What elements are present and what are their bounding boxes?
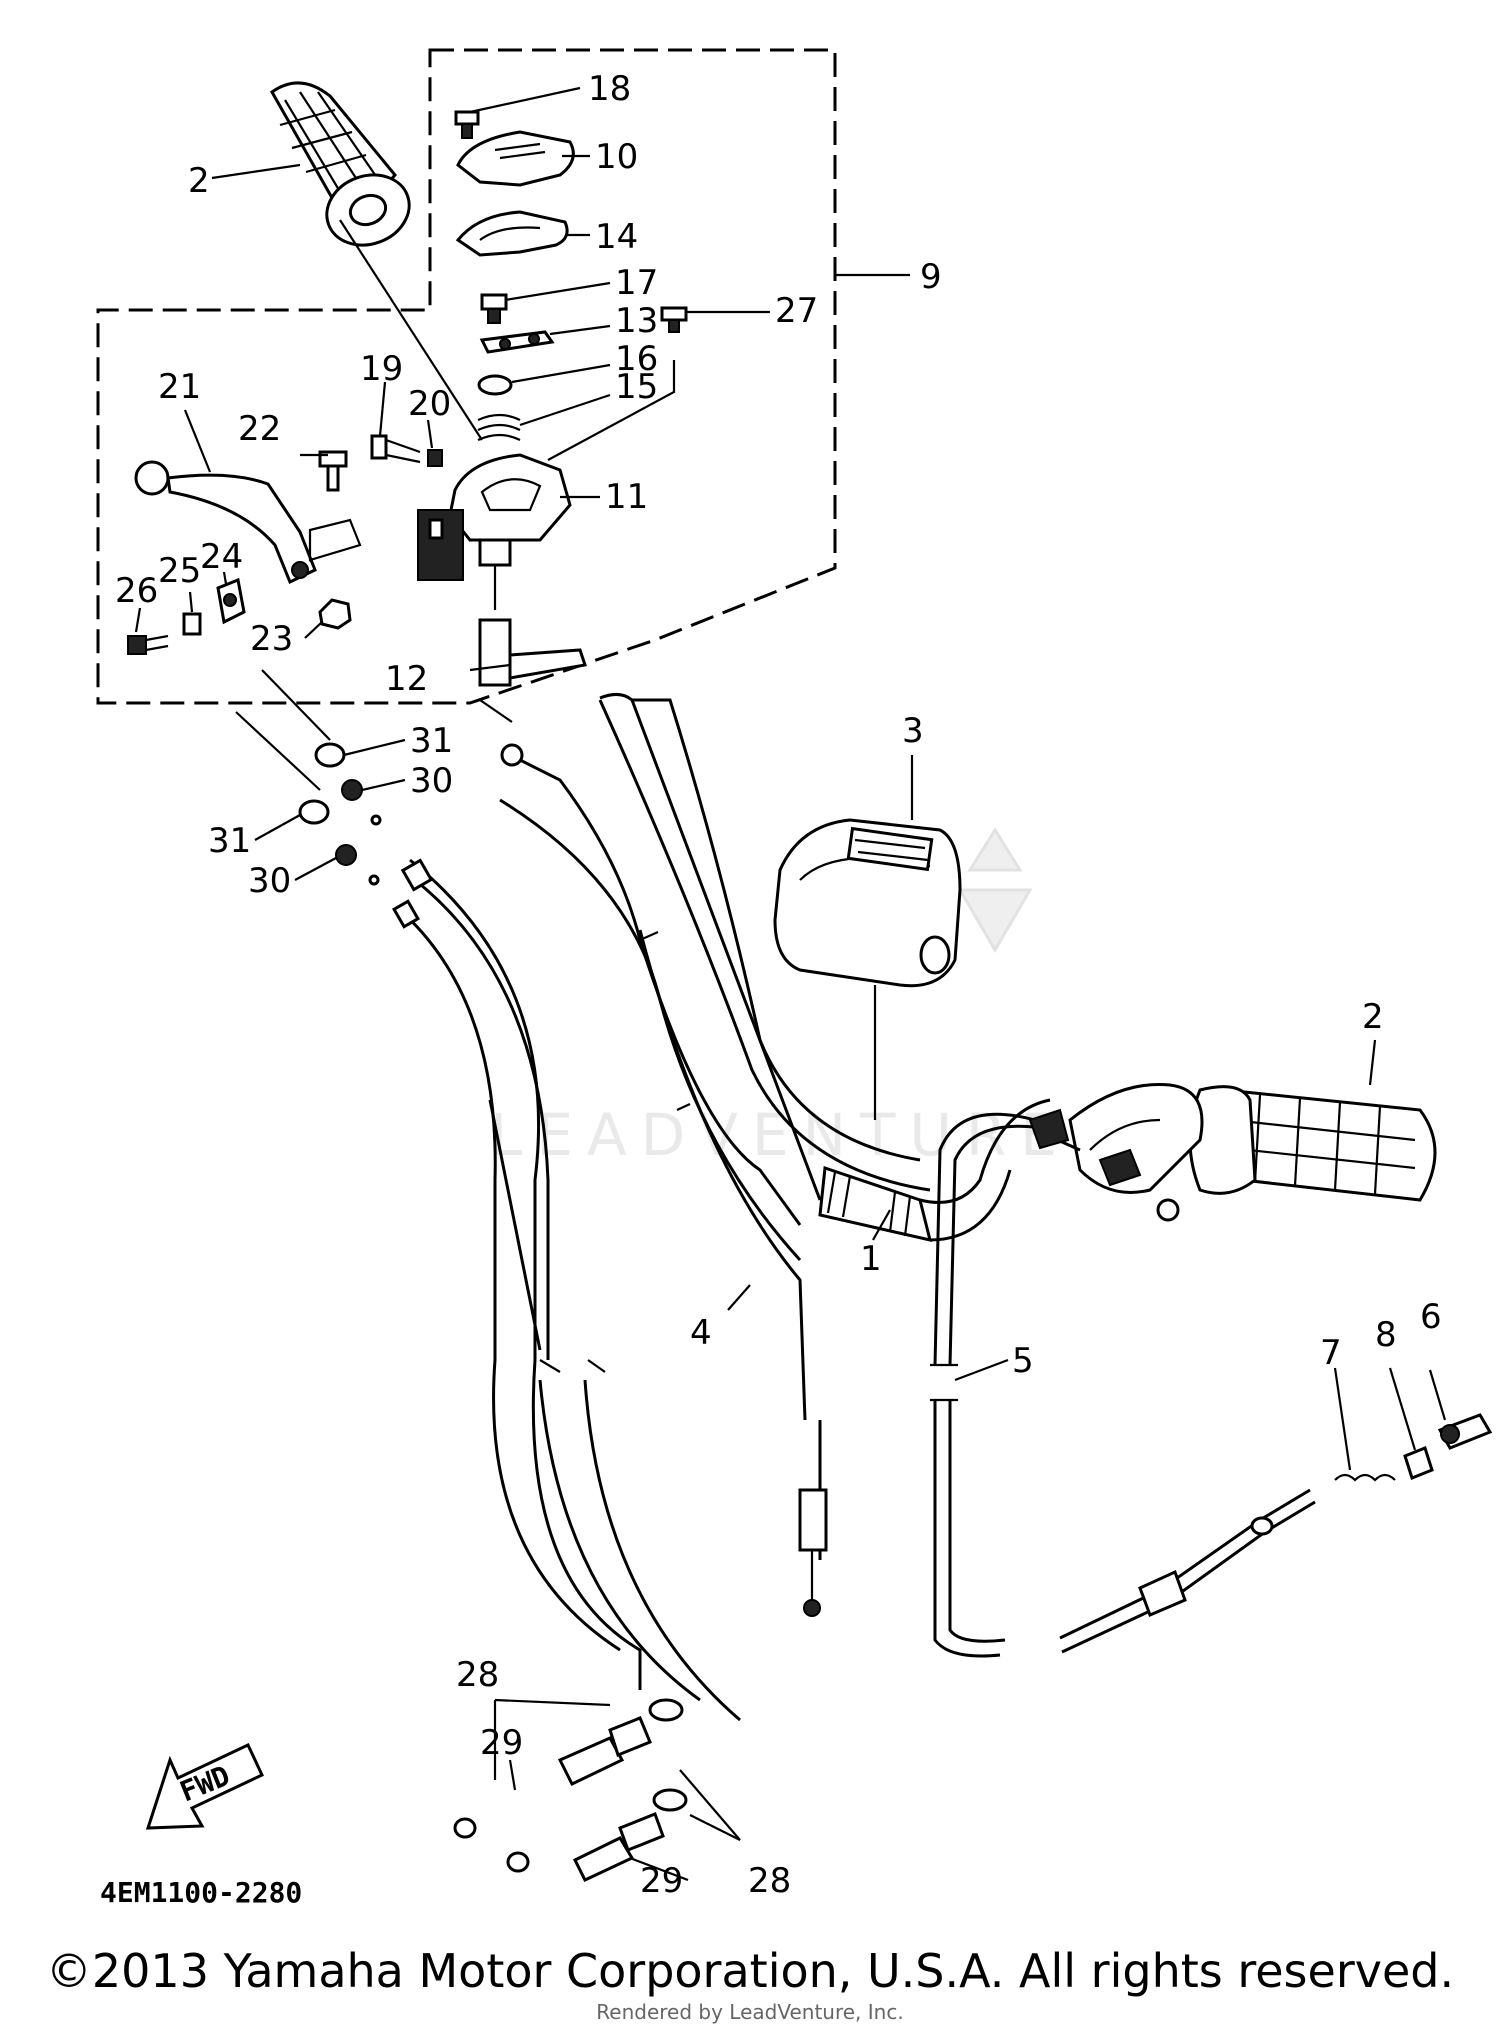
switch-housing-3	[773, 818, 962, 1120]
bolt-22	[318, 450, 348, 492]
spring-15	[477, 413, 521, 442]
callout-2-left: 2	[188, 161, 210, 201]
callout-16: 16	[615, 339, 658, 379]
callout-11: 11	[605, 477, 648, 517]
throttle-housing	[1068, 1082, 1204, 1222]
copyright-notice: ©2013 Yamaha Motor Corporation, U.S.A. A…	[45, 1944, 1455, 1998]
fwd-arrow: FWD	[145, 1743, 264, 1830]
rendered-by-notice: Rendered by LeadVenture, Inc.	[596, 2000, 904, 2024]
screw-27	[660, 306, 688, 333]
left-grip	[270, 81, 411, 247]
callout-21: 21	[158, 367, 201, 407]
bolt-19	[370, 434, 421, 464]
nut-20	[427, 449, 443, 467]
callout-24: 24	[200, 537, 243, 577]
right-grip	[1188, 1085, 1437, 1202]
holder-24	[216, 577, 246, 625]
callout-18: 18	[588, 69, 631, 109]
callout-10: 10	[595, 137, 638, 177]
throttle-cable-4	[499, 693, 828, 1617]
callout-6: 6	[1420, 1297, 1442, 1337]
cover-10	[456, 130, 575, 187]
callout-2-right: 2	[1362, 997, 1384, 1037]
callout-29-upper: 29	[480, 1723, 523, 1763]
callout-15: 15	[615, 367, 658, 407]
brake-lever-21	[134, 460, 317, 585]
grip-leader	[339, 219, 483, 441]
watermark-text: LEADVENTURE	[490, 1101, 1071, 1169]
callout-27: 27	[775, 291, 818, 331]
callout-25: 25	[158, 551, 201, 591]
route-a	[235, 711, 321, 791]
callout-29-lower: 29	[640, 1861, 683, 1901]
callout-13: 13	[615, 301, 658, 341]
lever-bracket	[308, 518, 362, 562]
leader-lines	[134, 86, 1447, 1882]
callout-14: 14	[595, 217, 638, 257]
screw-27-leader	[547, 360, 676, 461]
route-b	[261, 669, 331, 741]
diagram-code: 4EM1100-2280	[100, 1876, 302, 1909]
lever-holder-11	[417, 453, 572, 581]
callout-8: 8	[1375, 1315, 1397, 1355]
callout-numbers: 2 18 10 14 9 17 27 13 16 15 11 21 22 19 …	[115, 69, 1442, 1901]
handlebar-1	[598, 698, 1051, 1243]
adjusters-30	[335, 779, 382, 886]
callout-3: 3	[902, 711, 924, 751]
nut-23	[318, 598, 352, 630]
gasket-14	[455, 210, 569, 257]
watermark: LEADVENTURE	[490, 827, 1071, 1169]
washers-31	[298, 742, 346, 825]
callout-31-lower: 31	[208, 821, 251, 861]
callout-30-upper: 30	[410, 761, 453, 801]
callout-9: 9	[920, 257, 942, 297]
callout-23: 23	[250, 619, 293, 659]
callout-20: 20	[408, 384, 451, 424]
bolt-18	[454, 110, 480, 139]
bolt-17	[480, 293, 508, 324]
callout-1: 1	[860, 1239, 882, 1279]
plate-13	[479, 330, 555, 354]
callout-30-lower: 30	[248, 861, 291, 901]
cable-ends-29	[453, 1698, 688, 1882]
callout-12: 12	[385, 659, 428, 699]
callout-7: 7	[1320, 1333, 1342, 1373]
throttle-end-6-7-8	[1059, 1413, 1493, 1654]
callout-22: 22	[238, 409, 281, 449]
bolt-26	[127, 634, 169, 655]
washer-16	[477, 374, 513, 396]
callout-28-lower: 28	[748, 1861, 791, 1901]
callout-5: 5	[1012, 1341, 1034, 1381]
brake-cables-28	[392, 858, 741, 1722]
assembly-9-boundary	[96, 48, 837, 705]
route-c	[479, 699, 513, 723]
callout-4: 4	[690, 1313, 712, 1353]
callout-17: 17	[615, 263, 658, 303]
callout-31-upper: 31	[410, 721, 453, 761]
callout-26: 26	[115, 571, 158, 611]
throttle-lever-12	[478, 565, 587, 687]
throttle-cable-5	[930, 1108, 1081, 1658]
callout-19: 19	[360, 349, 403, 389]
collar-25	[182, 612, 202, 636]
callout-28-upper: 28	[456, 1655, 499, 1695]
